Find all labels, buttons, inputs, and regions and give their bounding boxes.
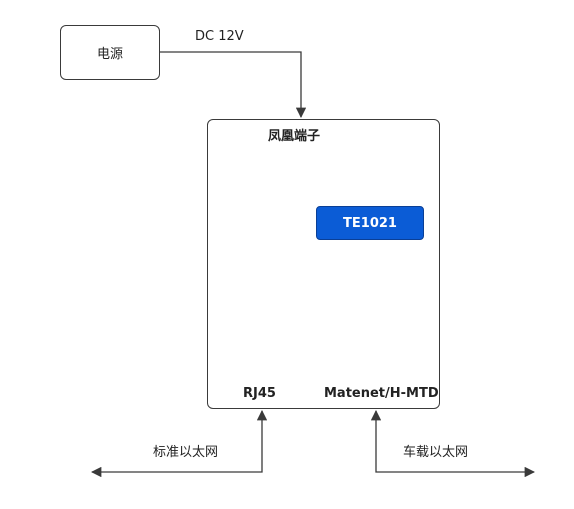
rj45-port-label: RJ45 [243, 386, 276, 401]
te1021-chip: TE1021 [316, 206, 424, 240]
power-to-device-arrow [160, 51, 307, 119]
device-box [207, 119, 440, 409]
chip-label: TE1021 [343, 215, 397, 231]
power-supply-box: 电源 [60, 25, 160, 80]
vehicle-ethernet-arrow [370, 409, 536, 478]
phoenix-connector-label: 凤凰端子 [268, 129, 321, 144]
vehicle-ethernet-label: 车载以太网 [403, 445, 469, 460]
matenet-port-label: Matenet/H-MTD [324, 386, 439, 401]
standard-ethernet-label: 标准以太网 [153, 445, 219, 460]
dc-voltage-label: DC 12V [195, 29, 244, 44]
standard-ethernet-arrow [90, 409, 268, 478]
power-supply-label: 电源 [96, 47, 123, 62]
